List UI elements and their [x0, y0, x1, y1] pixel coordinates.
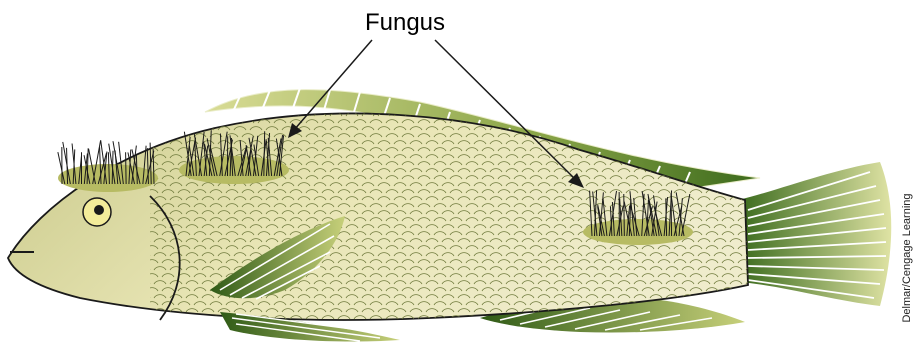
fungus-strand — [624, 194, 625, 236]
fungus-strand — [126, 152, 127, 184]
eye-icon — [83, 198, 111, 226]
credit-text: Delmar/Cengage Learning — [901, 193, 913, 322]
tail-fin — [738, 162, 891, 306]
fungus-label: Fungus — [365, 9, 445, 36]
fish-body — [8, 100, 750, 330]
